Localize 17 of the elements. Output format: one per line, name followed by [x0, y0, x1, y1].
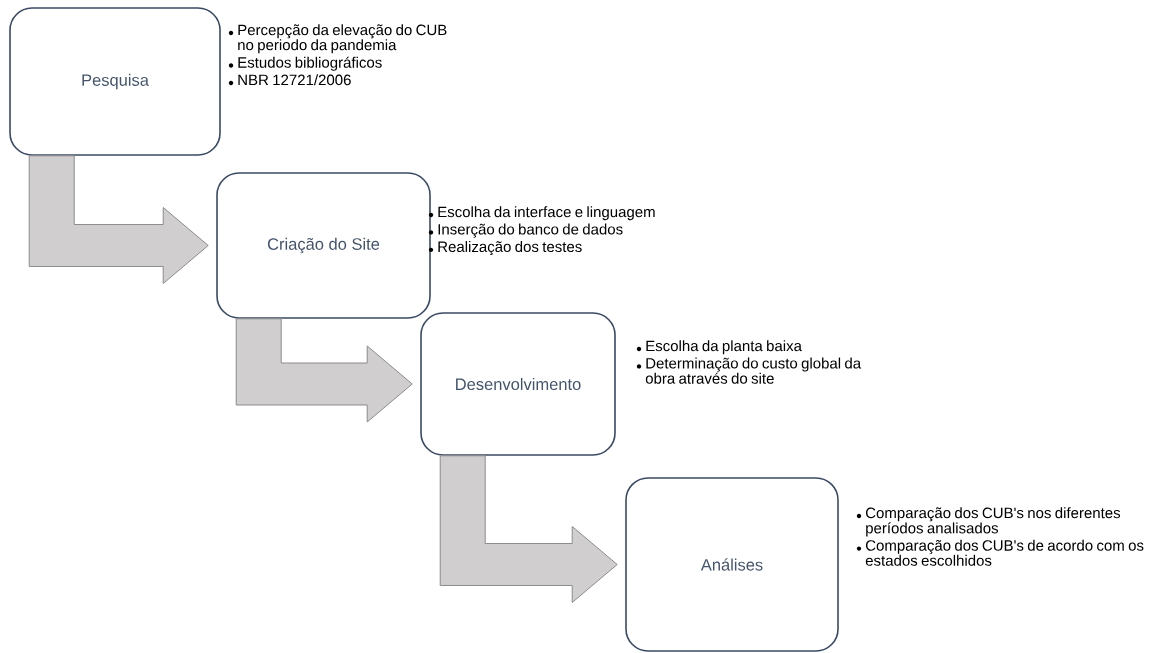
process-box: Pesquisa: [9, 7, 221, 156]
bullet-item: Determinação do custo global da obra através do site: [636, 357, 862, 384]
bullet-item: Escolha da interface e linguagem: [428, 206, 655, 221]
bullet-item: Escolha da planta baixa: [636, 340, 802, 355]
bullet-item: Comparação dos CUB's nos diferentes períodos analisados: [856, 507, 1121, 537]
bullet-item: Percepção da elevação do CUB no periodo da pandemia: [228, 24, 447, 54]
process-box: Criação do Site: [216, 172, 431, 319]
bullet-item: Estudos bibliográficos: [228, 56, 382, 71]
bullet-item: Comparação dos CUB's de acordo com os estados escolhidos: [856, 539, 1144, 566]
process-box: Análises: [625, 477, 839, 652]
bullet-item: NBR 12721/2006: [228, 74, 351, 86]
bullet-item: Inserção do banco de dados: [428, 223, 623, 238]
block-arrow: [235, 318, 413, 423]
block-arrow: [28, 155, 209, 284]
block-arrow: [439, 455, 618, 603]
bullet-item: Realização dos testes: [428, 241, 582, 256]
process-box: Desenvolvimento: [420, 312, 616, 456]
